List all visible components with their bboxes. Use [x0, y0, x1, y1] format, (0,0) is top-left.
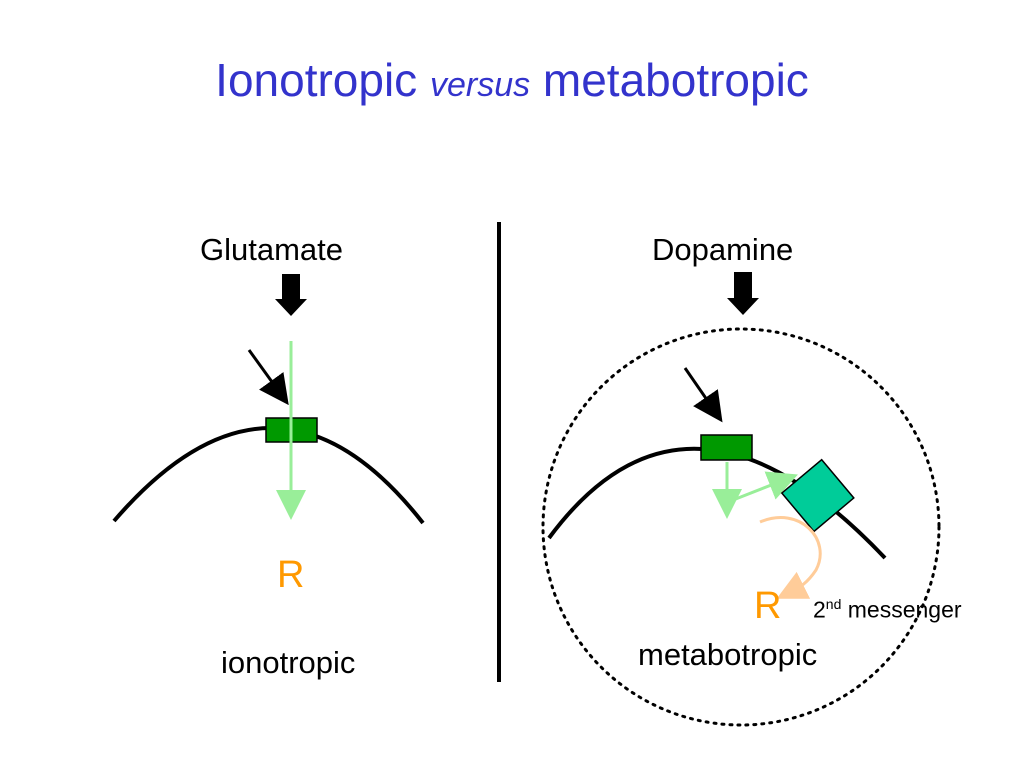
messenger-ordinal-suffix: nd	[825, 596, 842, 612]
metabotropic-product-label: R	[754, 585, 782, 627]
glutamate-binding-arrow-icon	[275, 274, 307, 316]
messenger-number: 2	[813, 596, 826, 623]
messenger-word: messenger	[847, 596, 962, 623]
second-messenger-label: 2nd messenger	[813, 590, 962, 624]
title-ionotropic: Ionotropic	[215, 54, 418, 106]
signal-to-effector-arrow-icon	[727, 471, 798, 504]
effector-enzyme	[780, 458, 855, 533]
dopamine-label: Dopamine	[652, 232, 794, 267]
second-messenger-arrow-icon	[759, 516, 822, 599]
ionotropic-caption: ionotropic	[221, 645, 356, 680]
metabotropic-dotted-circle	[541, 327, 941, 727]
glutamate-label: Glutamate	[200, 232, 344, 267]
slide-title: Ionotropic versus metabotropic	[0, 52, 1024, 113]
dopamine-binding-arrow-icon	[727, 272, 759, 315]
metabotropic-receptor	[700, 434, 753, 461]
ionotropic-pointer-arrow-icon	[247, 349, 289, 406]
metabotropic-caption: metabotropic	[638, 637, 818, 672]
title-metabotropic: metabotropic	[542, 54, 809, 106]
title-versus: versus	[429, 66, 531, 104]
ionotropic-product-label: R	[277, 554, 305, 596]
metabotropic-pointer-arrow-icon	[683, 367, 723, 423]
